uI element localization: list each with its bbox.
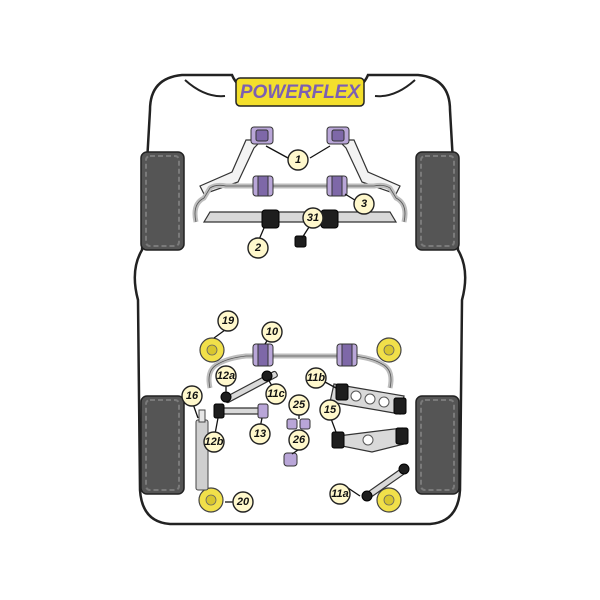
callout-25: 25	[288, 394, 310, 416]
callout-11a: 11a	[329, 483, 351, 505]
bushing-19-left	[199, 337, 225, 363]
callout-3: 3	[353, 193, 375, 215]
bushing-25	[286, 418, 311, 430]
bushing-10-left	[252, 343, 274, 367]
bushing-20-left	[198, 487, 224, 513]
callout-label-15: 15	[324, 404, 337, 416]
rear-anti-roll-bar-outline	[208, 355, 392, 389]
callout-12b: 12b	[203, 431, 225, 453]
tyre-rear-right	[415, 395, 460, 495]
callout-11c: 11c	[265, 383, 287, 405]
bushing-20-right	[376, 487, 402, 513]
bushing-1-right	[326, 126, 350, 145]
callout-label-11a: 11a	[331, 488, 349, 500]
callout-label-10: 10	[266, 326, 279, 338]
tyre-rear-left	[140, 395, 185, 495]
callout-label-20: 20	[236, 496, 250, 508]
front-bumper-right	[374, 79, 416, 98]
callout-12a: 12a	[215, 365, 237, 387]
bushing-1-left	[250, 126, 274, 145]
powerflex-logo: POWERFLEX	[235, 77, 365, 107]
callout-13: 13	[249, 423, 271, 445]
callout-label-11b: 11b	[307, 372, 325, 384]
bushing-19-right	[376, 337, 402, 363]
callout-11b: 11b	[305, 367, 327, 389]
tyre-front-left	[140, 151, 185, 251]
callout-label-16: 16	[186, 390, 199, 402]
rear-link-13	[213, 403, 269, 419]
rear-arm-11b	[329, 383, 407, 415]
bushing-2	[261, 209, 280, 229]
bushing-3-left	[252, 175, 274, 197]
callout-31: 31	[302, 207, 324, 229]
bushing-3-right	[326, 175, 348, 197]
callout-20: 20	[232, 491, 254, 513]
callout-label-19: 19	[222, 315, 235, 327]
callout-label-12a: 12a	[217, 370, 235, 382]
front-lower-arm-right	[336, 139, 401, 195]
callout-label-26: 26	[292, 434, 306, 446]
callout-label-25: 25	[292, 399, 306, 411]
rear-arm-15	[331, 427, 409, 453]
callout-label-31: 31	[307, 212, 319, 224]
tyre-front-right	[415, 151, 460, 251]
callout-10: 10	[261, 321, 283, 343]
callout-label-11c: 11c	[267, 388, 285, 400]
front-bumper-left	[184, 79, 226, 98]
brand-name: POWERFLEX	[240, 82, 362, 103]
bushing-26	[283, 452, 298, 467]
callout-19: 19	[217, 310, 239, 332]
shock-absorber	[195, 409, 209, 491]
callout-16: 16	[181, 385, 203, 407]
front-anti-roll-bar-outline	[194, 184, 406, 223]
bushing-10-right	[336, 343, 358, 367]
callout-2: 2	[247, 237, 269, 259]
bushing-31-insert	[294, 235, 307, 248]
front-lower-arm-left	[199, 139, 264, 195]
callout-label-13: 13	[254, 428, 266, 440]
callout-26: 26	[288, 429, 310, 451]
callout-1: 1	[287, 149, 309, 171]
callout-label-1: 1	[295, 154, 301, 166]
callout-label-3: 3	[361, 198, 367, 210]
rear-link-11c	[220, 370, 278, 404]
rear-link-11a	[361, 463, 410, 502]
callout-15: 15	[319, 399, 341, 421]
callout-label-12b: 12b	[205, 436, 224, 448]
callout-label-2: 2	[254, 242, 261, 254]
